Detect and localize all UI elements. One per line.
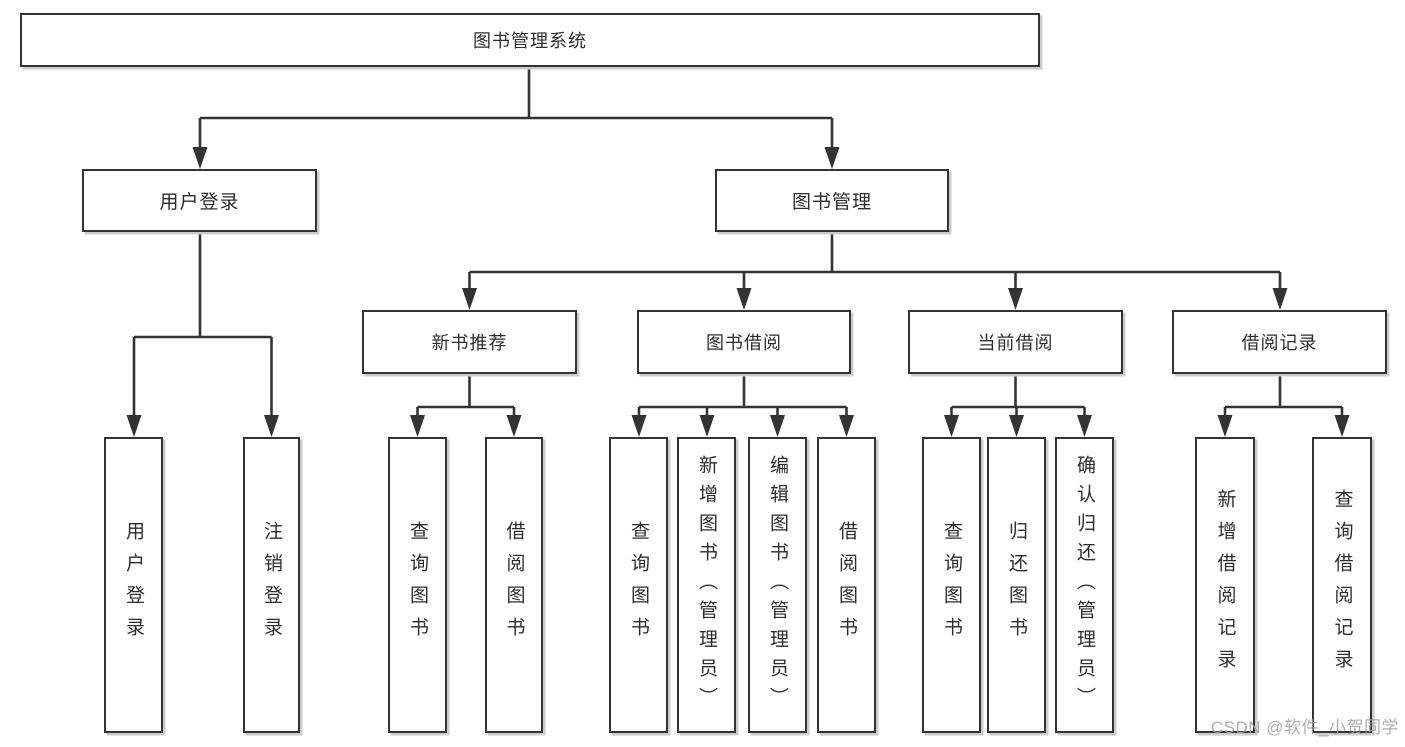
leaf-query-books-2-label: 查询图书 bbox=[628, 521, 649, 649]
leaf-query-books-3: 查询图书 bbox=[922, 437, 981, 733]
leaf-return-book: 归还图书 bbox=[987, 437, 1046, 733]
leaf-query-books-2: 查询图书 bbox=[609, 437, 668, 733]
leaf-user-login: 用户登录 bbox=[104, 437, 163, 733]
node-borrow-records: 借阅记录 bbox=[1172, 310, 1387, 374]
leaf-edit-book-admin-label: 编辑图书（管理员） bbox=[767, 454, 788, 716]
node-user-login: 用户登录 bbox=[82, 169, 317, 232]
leaf-borrow-books-1-label: 借阅图书 bbox=[503, 521, 525, 649]
leaf-add-borrow-record-label: 新增借阅记录 bbox=[1214, 489, 1236, 681]
leaf-borrow-books-2: 借阅图书 bbox=[817, 437, 876, 733]
leaf-add-borrow-record: 新增借阅记录 bbox=[1195, 437, 1255, 733]
leaf-logout: 注销登录 bbox=[243, 437, 300, 733]
leaf-add-book-admin: 新增图书（管理员） bbox=[677, 437, 736, 733]
leaf-return-book-label: 归还图书 bbox=[1006, 521, 1027, 649]
leaf-edit-book-admin: 编辑图书（管理员） bbox=[748, 437, 807, 733]
leaf-query-books-3-label: 查询图书 bbox=[941, 521, 962, 649]
leaf-logout-label: 注销登录 bbox=[261, 521, 282, 649]
node-book-management: 图书管理 bbox=[715, 169, 949, 232]
node-book-borrow: 图书借阅 bbox=[637, 310, 851, 374]
watermark-text: CSDN @软件_小贺同学 bbox=[1210, 718, 1399, 737]
leaf-query-borrow-record-label: 查询借阅记录 bbox=[1331, 489, 1353, 681]
leaf-borrow-books-2-label: 借阅图书 bbox=[836, 521, 857, 649]
leaf-user-login-label: 用户登录 bbox=[123, 521, 144, 649]
leaf-query-books-1: 查询图书 bbox=[388, 437, 447, 733]
node-root: 图书管理系统 bbox=[20, 13, 1040, 67]
leaf-confirm-return-admin: 确认归还（管理员） bbox=[1055, 437, 1114, 733]
arrowheads bbox=[126, 147, 1350, 437]
leaf-confirm-return-admin-label: 确认归还（管理员） bbox=[1074, 454, 1095, 716]
leaf-borrow-books-1: 借阅图书 bbox=[485, 437, 543, 733]
leaf-query-books-1-label: 查询图书 bbox=[407, 521, 428, 649]
leaf-query-borrow-record: 查询借阅记录 bbox=[1312, 437, 1372, 733]
leaf-add-book-admin-label: 新增图书（管理员） bbox=[696, 454, 717, 716]
node-new-book-recommend: 新书推荐 bbox=[362, 310, 577, 374]
node-current-borrow: 当前借阅 bbox=[908, 310, 1123, 374]
